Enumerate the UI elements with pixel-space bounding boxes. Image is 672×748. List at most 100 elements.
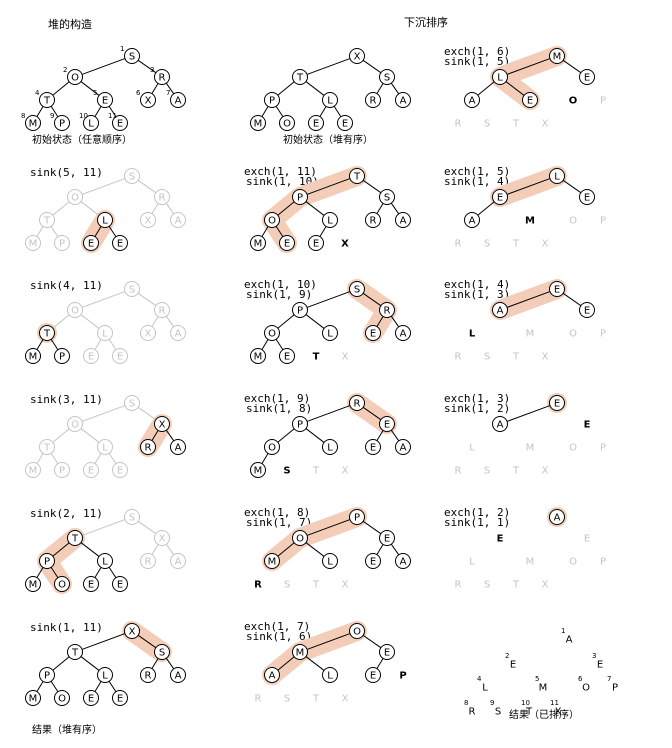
- heap-edge: [80, 428, 100, 443]
- heap-edge: [50, 681, 59, 692]
- heap-node-key: A: [497, 306, 504, 317]
- heap-node-key: A: [469, 96, 476, 107]
- heap-node-key: L: [102, 216, 108, 227]
- heap-node: [54, 690, 70, 706]
- heap-node: [322, 667, 338, 683]
- heap-edge: [52, 314, 70, 329]
- sorted-key: X: [341, 239, 349, 250]
- heap-node: [492, 416, 508, 432]
- heap-node: [97, 92, 113, 108]
- heap-node-key: T: [43, 216, 51, 227]
- heap-edge: [376, 83, 384, 94]
- heap-edge: [137, 406, 157, 421]
- heap-edge: [108, 681, 117, 692]
- heap-node-key: L: [497, 73, 503, 84]
- heap-node-key: M: [29, 694, 38, 705]
- heap-edge: [108, 226, 117, 237]
- heap-node: [395, 92, 411, 108]
- sorted-key: X: [542, 239, 549, 250]
- heap-edge: [165, 657, 175, 670]
- heap-node: [67, 189, 83, 205]
- heap-node: [308, 115, 324, 131]
- heap-index: 9: [490, 699, 494, 707]
- heap-node-key: E: [88, 352, 94, 363]
- heap-node-key: E: [117, 352, 123, 363]
- operation-label: sink(1, 10): [246, 175, 319, 188]
- heap-edge: [52, 656, 70, 671]
- heap-edge: [108, 567, 117, 578]
- heap-node-key: P: [354, 513, 360, 524]
- heap-node: [140, 553, 156, 569]
- heap-node: [39, 667, 55, 683]
- heap-edge: [362, 292, 382, 307]
- heap-node-key: L: [102, 443, 108, 454]
- heap-edge: [376, 430, 384, 441]
- sorted-key: R: [455, 466, 462, 477]
- operation-label: sink(4, 11): [30, 279, 103, 292]
- heap-node: [292, 69, 308, 85]
- heap-node: [250, 115, 266, 131]
- heap-edge: [50, 106, 59, 117]
- heap-edge: [362, 634, 382, 649]
- heap-edge: [81, 291, 126, 308]
- sorted-key: X: [555, 707, 562, 718]
- heap-node: [379, 302, 395, 318]
- heap-node: [349, 48, 365, 64]
- heap-edge: [305, 542, 325, 557]
- sorted-key: E: [597, 660, 603, 671]
- heap-edge: [306, 178, 351, 195]
- heap-node: [395, 439, 411, 455]
- heap-node: [67, 530, 83, 546]
- heap-node: [54, 115, 70, 131]
- heap-edge: [306, 519, 351, 536]
- heap-node-key: S: [129, 52, 135, 63]
- sorted-key: T: [312, 466, 320, 477]
- heap-node-key: S: [129, 513, 135, 524]
- heap-index: 7: [607, 675, 611, 683]
- sorted-key: X: [342, 580, 349, 591]
- heap-node: [112, 576, 128, 592]
- heap-node-key: M: [29, 580, 38, 591]
- heap-edge: [305, 428, 325, 443]
- heap-edge: [275, 339, 284, 350]
- operation-label: sink(1, 5): [444, 55, 510, 68]
- sorted-key: S: [484, 580, 490, 591]
- heap-node-key: R: [354, 399, 361, 410]
- sorted-key: O: [569, 329, 577, 340]
- heap-edge: [505, 81, 525, 96]
- sorted-key: S: [495, 707, 501, 718]
- sorted-key: O: [569, 96, 578, 107]
- heap-edge: [165, 543, 175, 556]
- heap-edge: [137, 634, 157, 649]
- heap-node: [170, 553, 186, 569]
- heap-index: 8: [21, 112, 25, 120]
- heap-edge: [306, 633, 351, 650]
- heap-node: [170, 439, 186, 455]
- heap-node: [264, 325, 280, 341]
- heap-node: [365, 212, 381, 228]
- heap-node: [39, 439, 55, 455]
- heap-edge: [80, 542, 100, 557]
- sorted-key: X: [542, 352, 549, 363]
- heap-node-key: E: [88, 466, 94, 477]
- heap-node-key: S: [129, 399, 135, 410]
- heap-node-key: A: [175, 443, 182, 454]
- operation-label: exch(1, 5): [444, 165, 510, 178]
- sorted-key: R: [455, 119, 462, 130]
- panels: S1O2R3T4E5X6A7M8P9L10E11初始状态（任意顺序）sink(5…: [21, 45, 618, 736]
- heap-node: [124, 281, 140, 297]
- operation-label: sink(1, 11): [30, 621, 103, 634]
- sorted-key: R: [455, 352, 462, 363]
- sorted-key: P: [612, 683, 618, 694]
- heap-node-key: A: [175, 216, 182, 227]
- heap-node-key: X: [145, 96, 152, 107]
- operation-label: sink(1, 2): [444, 402, 510, 415]
- heap-node-key: O: [268, 443, 276, 454]
- heap-edge: [390, 429, 400, 442]
- heap-node-key: E: [342, 119, 348, 130]
- heap-node-key: P: [297, 306, 303, 317]
- heap-node-key: L: [102, 671, 108, 682]
- heap-edge: [165, 202, 175, 215]
